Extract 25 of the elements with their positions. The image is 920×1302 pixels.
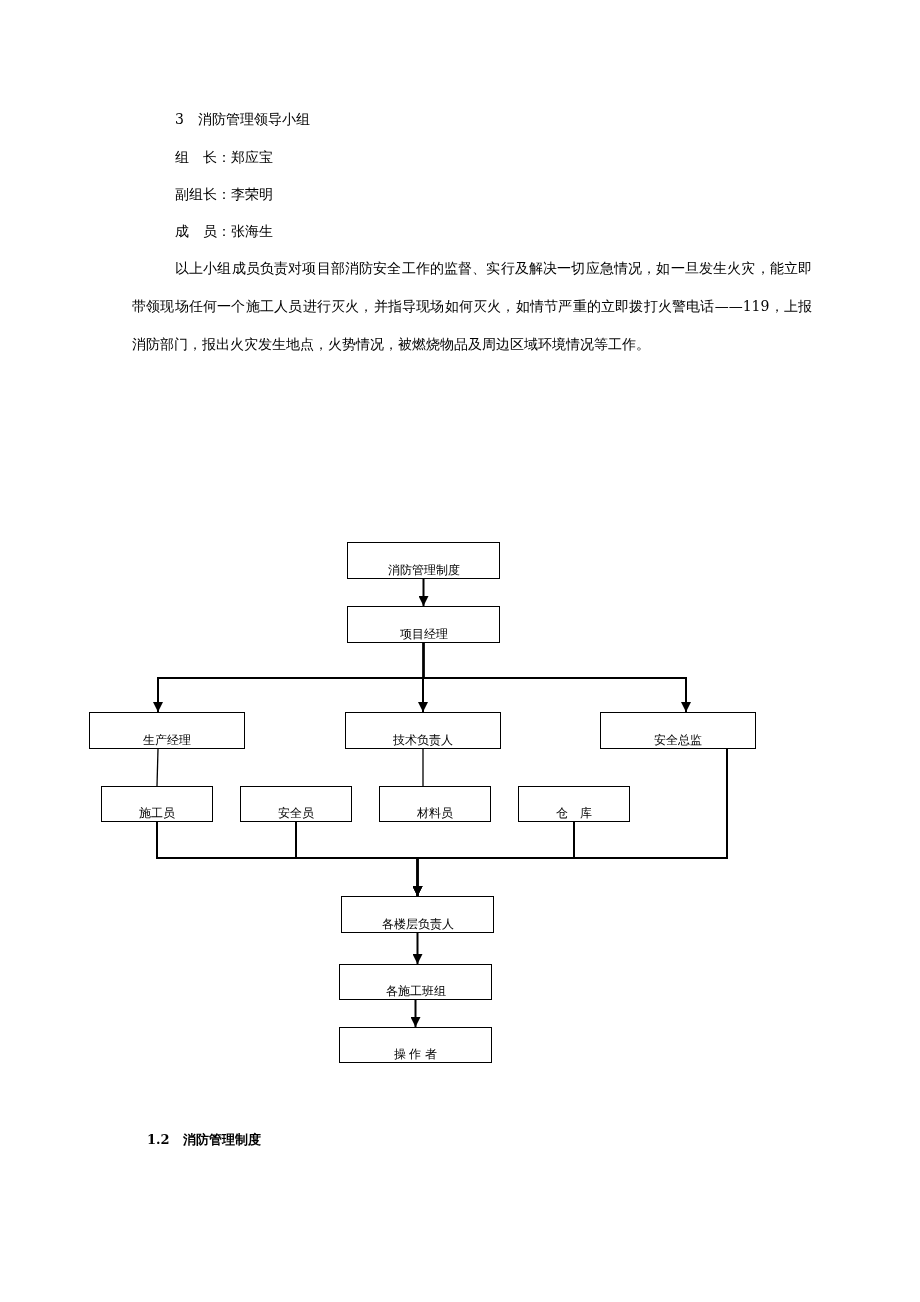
org-box: 生产经理	[89, 712, 245, 749]
org-box: 材料员	[379, 786, 491, 822]
org-box: 安全员	[240, 786, 352, 822]
connector-line	[156, 748, 159, 787]
org-box: 项目经理	[347, 606, 500, 643]
heading: 3 消防管理领导小组	[175, 110, 310, 129]
text-line: 组 长：郑应宝	[175, 148, 273, 167]
section-heading: 1.2 消防管理制度	[147, 1131, 261, 1149]
org-box: 施工员	[101, 786, 213, 822]
org-box: 仓 库	[518, 786, 630, 822]
connector-line	[422, 748, 424, 787]
org-box: 技术负责人	[345, 712, 501, 749]
text-line: 副组长：李荣明	[175, 185, 273, 204]
arrow	[412, 748, 728, 897]
text-line: 成 员：张海生	[175, 222, 273, 241]
paragraph: 以上小组成员负责对项目部消防安全工作的监督、实行及解决一切应急情况，如一旦发生火灾，能立即带领现场任何一个施工人员进行灭火，并指导现场如何灭火，如情节严重的立即拨打火警电话——119，上报消防部门，报出火灾发生地点，火势情况，被燃烧物品及周边区域环境情况等工作。	[132, 259, 812, 354]
arrow	[422, 642, 691, 713]
org-box: 各施工班组	[339, 964, 492, 1000]
org-box: 各楼层负责人	[341, 896, 494, 933]
arrow	[418, 578, 429, 607]
arrow	[410, 999, 421, 1028]
org-box: 操 作 者	[339, 1027, 492, 1063]
org-box: 消防管理制度	[347, 542, 500, 579]
arrow	[412, 932, 423, 965]
org-box: 安全总监	[600, 712, 756, 749]
